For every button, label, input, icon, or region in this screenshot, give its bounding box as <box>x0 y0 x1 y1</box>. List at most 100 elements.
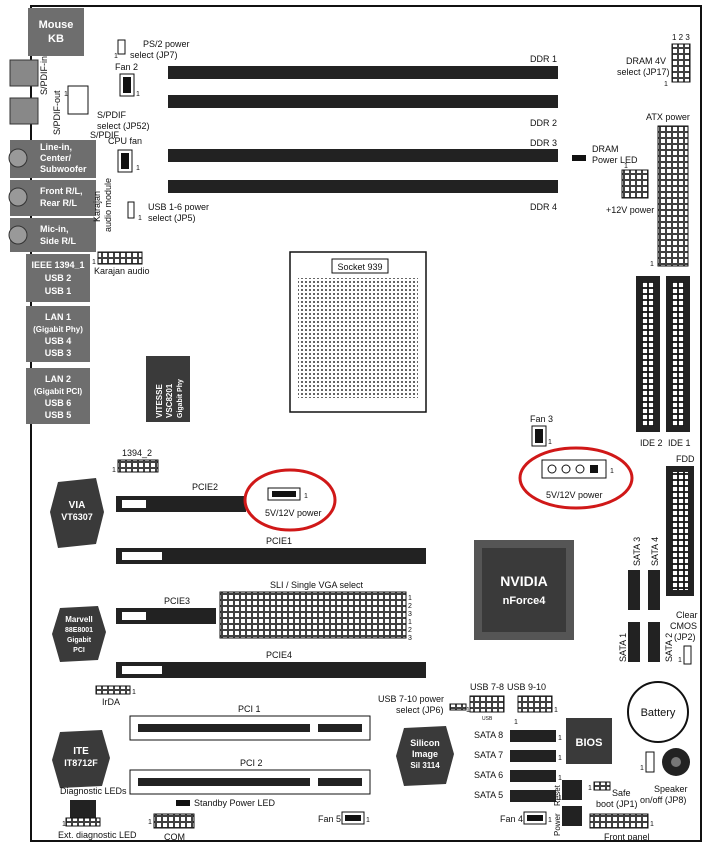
atx-power-label: ATX power <box>646 112 690 122</box>
nvidia-chipset: NVIDIA nForce4 <box>474 540 574 640</box>
spdif-select-label-2: select (JP52) <box>97 121 150 131</box>
pin1-marker-sata5: 1 <box>558 795 562 802</box>
marvell-chip: Marvell 88E8001 Gigabit PCI <box>52 606 106 662</box>
karajan-audio-header <box>97 251 143 265</box>
nvidia-die <box>482 548 566 632</box>
pcie4-key <box>122 666 162 674</box>
power-pin-3 <box>575 464 585 474</box>
ext-diag-label: Ext. diagnostic LED <box>58 830 137 840</box>
usb78-header <box>469 695 505 713</box>
vitesse-label: VITESSE <box>155 384 164 418</box>
reset-button <box>562 780 582 800</box>
power-5v12v-right-label: 5V/12V power <box>546 490 603 500</box>
jp8-jumper <box>645 751 655 773</box>
power-5v12v-left-pins <box>272 491 296 497</box>
ddr4-label: DDR 4 <box>530 202 557 212</box>
sli-pin-2b: 2 <box>408 627 412 634</box>
ext-diag-header <box>65 817 101 827</box>
sata-1-4: SATA 3 SATA 4 SATA 1 SATA 2 Clear CMOS (… <box>618 537 698 665</box>
speaker-label: Speaker <box>654 784 688 794</box>
cpu-socket: Socket 939 <box>289 251 427 413</box>
irda-group: IrDA <box>95 685 131 707</box>
ddr2-slot <box>168 95 558 108</box>
via-label: VIA <box>69 500 86 511</box>
irda-header <box>95 685 131 695</box>
pin1-marker-sata8: 1 <box>558 735 562 742</box>
fdd-label: FDD <box>676 454 695 464</box>
image-label: Image <box>412 749 438 759</box>
audio-jack-2 <box>8 187 28 207</box>
pin1-marker-jp2: 1 <box>678 657 682 664</box>
sata5-label: SATA 5 <box>474 790 503 800</box>
pin1-marker-atx: 1 <box>650 261 654 268</box>
power-pin-2 <box>561 464 571 474</box>
cpu-fan-pins <box>121 153 129 169</box>
karajan-audio-label: Karajan audio <box>94 266 150 276</box>
ddr3-slot <box>168 149 558 162</box>
lan2-pci-label: (Gigabit PCI) <box>34 387 83 396</box>
speaker-center <box>671 757 681 767</box>
mouse-label: Mouse <box>39 19 74 31</box>
jp17-pin-numbers: 1 2 3 <box>672 33 690 42</box>
marvell-label: Marvell <box>65 615 93 624</box>
diag-leds-label: Diagnostic LEDs <box>60 786 127 796</box>
fan2-pins <box>123 77 131 93</box>
pcie2-key <box>122 500 146 508</box>
dram-power-led <box>572 155 586 161</box>
pin1-marker-jp52: 1 <box>64 91 68 98</box>
88e8001-label: 88E8001 <box>65 627 93 634</box>
nvidia-label: NVIDIA <box>500 573 547 589</box>
pcie3-key <box>122 612 146 620</box>
top-left-headers: PS/2 power select (JP7) Fan 2 S/PDIF sel… <box>67 39 209 276</box>
ieee1394-usb-port <box>26 254 90 302</box>
pin1-marker-jp1: 1 <box>588 785 592 792</box>
com-label: COM <box>164 832 185 842</box>
12v-power-connector <box>621 169 649 199</box>
fan5-pins <box>345 815 361 821</box>
usb910-label: USB 9-10 <box>507 682 546 692</box>
mouse-kb-port <box>28 8 84 56</box>
jp6-jumper <box>449 703 467 711</box>
fan3-area: Fan 3 5V/12V power <box>518 414 634 510</box>
rear-rl-label: Rear R/L <box>40 198 78 208</box>
power-led-label: Power LED <box>592 155 638 165</box>
line-in-label: Line-in, <box>40 142 72 152</box>
ddr3-label: DDR 3 <box>530 138 557 148</box>
highlight-ring-left <box>243 468 337 532</box>
power-headers: 1 2 3 DRAM 4V select (JP17) ATX power +1… <box>606 33 691 267</box>
spdif-select-label-1: S/PDIF <box>97 110 127 120</box>
pci1-pins-b <box>318 724 362 732</box>
fan5-label: Fan 5 <box>318 814 341 824</box>
marvell-package <box>52 606 106 662</box>
pcie1-key <box>122 552 162 560</box>
sil3114-label: Sil 3114 <box>410 761 440 770</box>
ide2-pins <box>642 282 654 426</box>
battery <box>627 681 689 743</box>
sli-pin-2a: 2 <box>408 603 412 610</box>
pci2-label: PCI 2 <box>240 758 263 768</box>
lan1-label: LAN 1 <box>45 312 71 322</box>
audio-jack-3 <box>8 225 28 245</box>
jp1-jumper <box>593 781 611 791</box>
pin1-marker-jp7: 1 <box>114 53 118 60</box>
pcie1-slot <box>116 548 426 564</box>
ieee1394-2-header-group: 1394_2 <box>117 448 159 473</box>
sata3-label: SATA 3 <box>632 537 642 566</box>
com-header <box>153 813 195 829</box>
center-label: Center/ <box>40 153 72 163</box>
1394-2-label: 1394_2 <box>122 448 152 458</box>
jp8-label: on/off (JP8) <box>640 795 686 805</box>
pci-slots: PCI 1 PCI 2 <box>129 704 371 795</box>
highlight-ring-right <box>518 446 634 510</box>
pci2-pins-a <box>138 778 310 786</box>
jp6-select-label: select (JP6) <box>396 705 444 715</box>
lan1-usb-port <box>26 306 90 362</box>
silicon-package <box>396 726 454 786</box>
fan2-label: Fan 2 <box>115 62 138 72</box>
cmos-label: CMOS <box>670 621 697 631</box>
atx-power-connector <box>657 125 689 267</box>
pin1-marker-fan2: 1 <box>136 91 140 98</box>
power-label: Power <box>553 813 562 836</box>
sata4-port <box>648 570 660 610</box>
usb2-label: USB 2 <box>45 273 72 283</box>
